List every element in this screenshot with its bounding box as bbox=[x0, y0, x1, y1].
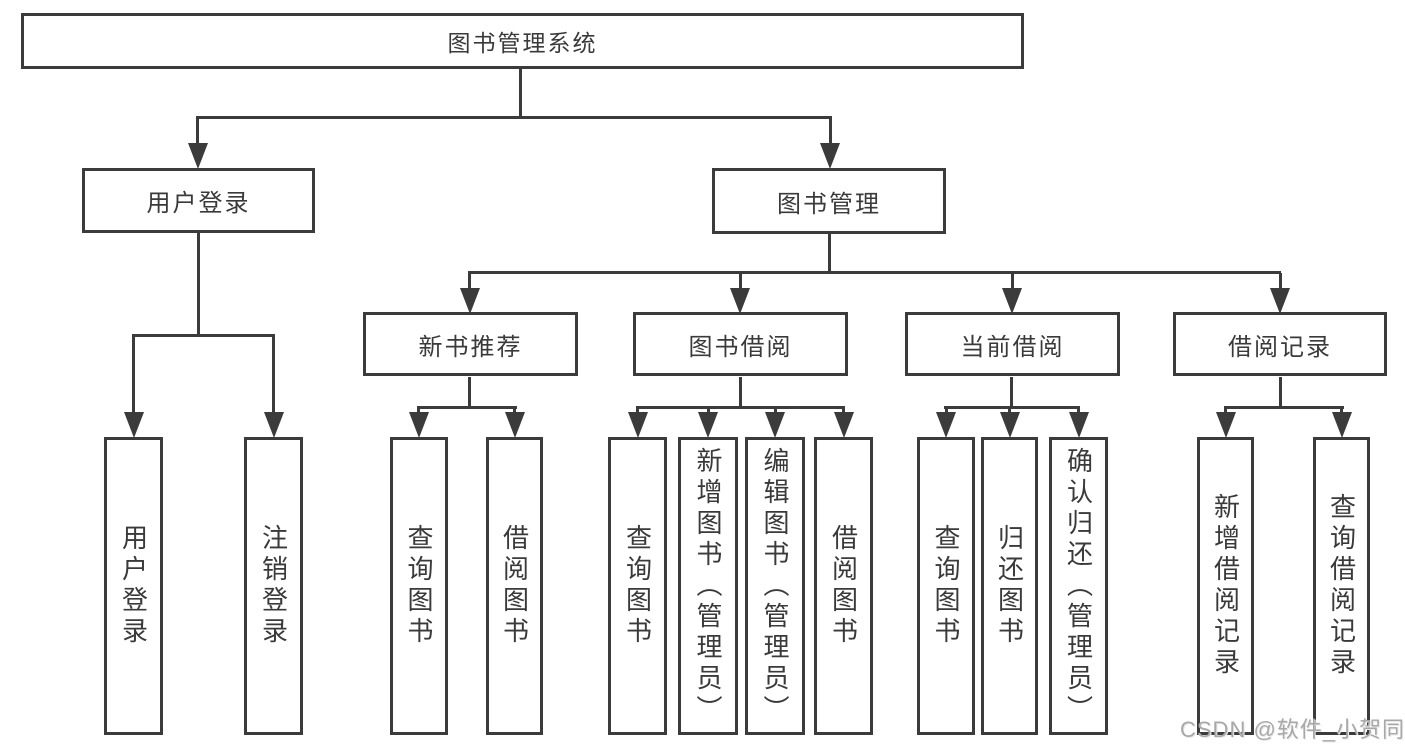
leaf-query-books-current-label: 查询图书 bbox=[931, 524, 961, 648]
connector-root-drop bbox=[519, 69, 522, 119]
connector-book-borrow-drop bbox=[739, 377, 742, 408]
node-new-book-recommend-label: 新书推荐 bbox=[418, 333, 523, 361]
leaf-query-books-borrow: 查询图书 bbox=[608, 437, 667, 735]
connector-borrow-records-rail bbox=[1224, 406, 1344, 409]
arrow-down-icon bbox=[936, 412, 956, 438]
arrow-down-icon bbox=[124, 412, 144, 438]
node-root-label: 图书管理系统 bbox=[447, 30, 598, 56]
node-root: 图书管理系统 bbox=[21, 13, 1024, 69]
connector-user-login-drop bbox=[197, 233, 200, 336]
connector-stub bbox=[272, 336, 275, 414]
leaf-add-borrow-record: 新增借阅记录 bbox=[1197, 437, 1254, 735]
connector-stub bbox=[196, 118, 199, 146]
connector-stub bbox=[1279, 273, 1282, 290]
leaf-user-login-label: 用户登录 bbox=[118, 524, 149, 648]
leaf-return-books: 归还图书 bbox=[981, 437, 1038, 735]
arrow-down-icon bbox=[730, 288, 750, 314]
leaf-borrow-books: 借阅图书 bbox=[814, 437, 873, 735]
node-current-borrow-label: 当前借阅 bbox=[960, 333, 1065, 361]
arrow-down-icon bbox=[1332, 412, 1352, 438]
node-new-book-recommend: 新书推荐 bbox=[363, 312, 578, 376]
arrow-down-icon bbox=[1216, 412, 1236, 438]
csdn-watermark: CSDN @软件_小贺同学 bbox=[1180, 717, 1405, 742]
connector-new-book-drop bbox=[468, 377, 471, 408]
leaf-query-borrow-record: 查询借阅记录 bbox=[1313, 437, 1370, 735]
node-user-login-label: 用户登录 bbox=[146, 190, 251, 217]
arrow-down-icon bbox=[188, 143, 208, 169]
node-borrow-records: 借阅记录 bbox=[1173, 312, 1387, 376]
connector-level2-rail bbox=[196, 116, 832, 119]
arrow-down-icon bbox=[1270, 288, 1290, 314]
leaf-query-books-current: 查询图书 bbox=[917, 437, 975, 735]
node-current-borrow: 当前借阅 bbox=[905, 312, 1120, 376]
connector-book-borrow-rail bbox=[636, 406, 845, 409]
connector-stub bbox=[468, 273, 471, 290]
connector-stub bbox=[1011, 273, 1014, 290]
node-borrow-records-label: 借阅记录 bbox=[1228, 333, 1332, 361]
connector-user-login-rail bbox=[132, 334, 275, 337]
node-book-borrow-label: 图书借阅 bbox=[688, 333, 793, 361]
leaf-confirm-return-admin: 确认归还（管理员） bbox=[1049, 437, 1108, 735]
arrow-down-icon bbox=[460, 288, 480, 314]
leaf-query-borrow-record-label: 查询借阅记录 bbox=[1326, 493, 1357, 679]
node-book-borrow: 图书借阅 bbox=[633, 312, 848, 376]
leaf-return-books-label: 归还图书 bbox=[994, 524, 1025, 648]
connector-borrow-records-drop bbox=[1279, 377, 1282, 408]
leaf-logout: 注销登录 bbox=[244, 437, 303, 735]
arrow-down-icon bbox=[505, 412, 525, 438]
arrow-down-icon bbox=[1069, 412, 1089, 438]
leaf-query-books-recommend-label: 查询图书 bbox=[404, 524, 434, 648]
leaf-logout-label: 注销登录 bbox=[258, 524, 289, 648]
arrow-down-icon bbox=[1000, 412, 1020, 438]
arrow-down-icon bbox=[820, 143, 840, 169]
arrow-down-icon bbox=[409, 412, 429, 438]
leaf-borrow-books-recommend: 借阅图书 bbox=[486, 437, 543, 735]
connector-level3-rail bbox=[468, 271, 1281, 274]
connector-current-borrow-drop bbox=[1010, 377, 1013, 408]
leaf-add-books-admin-label: 新增图书（管理员） bbox=[693, 446, 723, 726]
leaf-add-books-admin: 新增图书（管理员） bbox=[678, 437, 738, 735]
connector-new-book-rail bbox=[417, 406, 517, 409]
node-book-management: 图书管理 bbox=[712, 168, 946, 234]
arrow-down-icon bbox=[1002, 288, 1022, 314]
arrow-down-icon bbox=[765, 412, 785, 438]
leaf-query-books-recommend: 查询图书 bbox=[390, 437, 448, 735]
connector-book-mgmt-drop bbox=[828, 234, 831, 273]
arrow-down-icon bbox=[698, 412, 718, 438]
leaf-borrow-books-recommend-label: 借阅图书 bbox=[499, 524, 530, 648]
arrow-down-icon bbox=[628, 412, 648, 438]
leaf-user-login: 用户登录 bbox=[104, 437, 163, 735]
leaf-borrow-books-label: 借阅图书 bbox=[828, 524, 859, 648]
leaf-confirm-return-admin-label: 确认归还（管理员） bbox=[1063, 446, 1094, 726]
arrow-down-icon bbox=[264, 412, 284, 438]
arrow-down-icon bbox=[834, 412, 854, 438]
node-book-management-label: 图书管理 bbox=[777, 190, 881, 218]
connector-stub bbox=[829, 118, 832, 146]
connector-stub bbox=[739, 273, 742, 290]
leaf-edit-books-admin-label: 编辑图书（管理员） bbox=[760, 446, 790, 726]
node-user-login: 用户登录 bbox=[82, 168, 315, 233]
connector-current-borrow-rail bbox=[944, 406, 1080, 409]
leaf-add-borrow-record-label: 新增借阅记录 bbox=[1210, 493, 1241, 679]
connector-stub bbox=[132, 336, 135, 414]
leaf-query-books-borrow-label: 查询图书 bbox=[622, 524, 653, 648]
leaf-edit-books-admin: 编辑图书（管理员） bbox=[745, 437, 805, 735]
